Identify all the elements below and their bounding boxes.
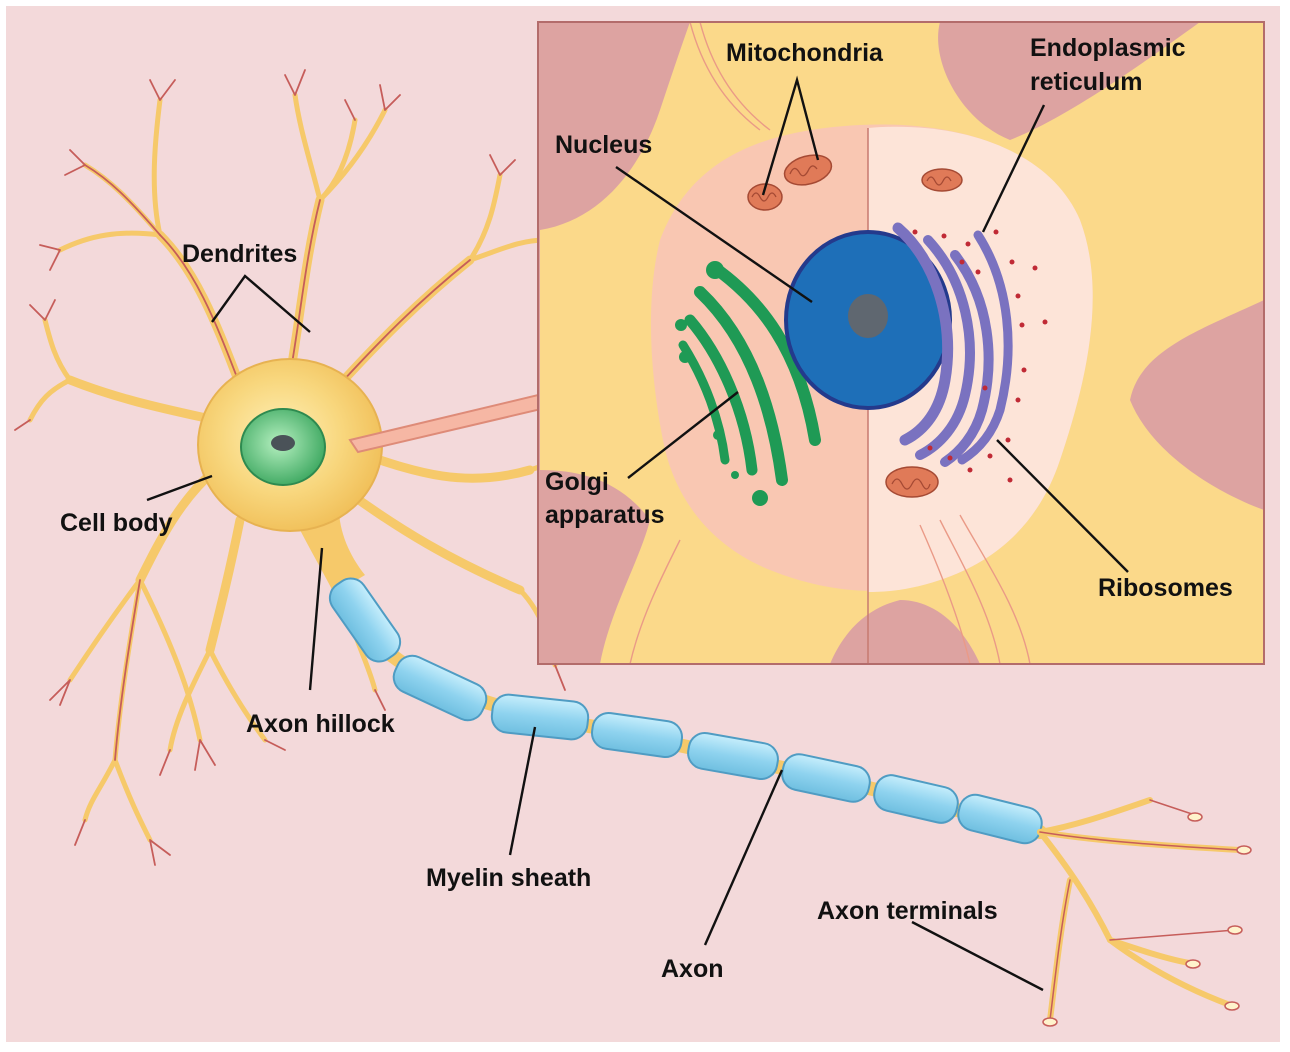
label-endoplasmic-reticulum-line1: Endoplasmic <box>1030 34 1186 62</box>
label-golgi-apparatus-line1: Golgi <box>545 468 609 496</box>
golgi-apparatus-organelle <box>675 261 821 506</box>
myelin-segment <box>687 731 779 781</box>
myelin-sheath-segments <box>328 577 1043 845</box>
label-cell-body: Cell body <box>60 509 173 537</box>
label-ribosomes: Ribosomes <box>1098 574 1233 602</box>
label-axon-terminals: Axon terminals <box>817 897 998 925</box>
myelin-segment <box>873 774 959 824</box>
myelin-segment <box>328 577 402 663</box>
label-mitochondria: Mitochondria <box>726 39 884 67</box>
label-axon-hillock: Axon hillock <box>246 710 395 738</box>
mitochondria-organelles <box>747 154 963 498</box>
myelin-segment <box>490 693 590 741</box>
ribosome-dots <box>912 229 1048 483</box>
myelin-segment <box>392 654 488 722</box>
cell-nucleolus <box>271 435 295 451</box>
inset-panel <box>537 21 1265 665</box>
label-endoplasmic-reticulum-line2: reticulum <box>1030 68 1143 96</box>
myelin-segment <box>591 711 683 759</box>
nucleus-organelle <box>784 230 952 410</box>
labels: Dendrites Cell body Axon hillock Myelin … <box>60 34 1233 983</box>
endoplasmic-reticulum-organelle <box>892 222 1013 467</box>
label-nucleus: Nucleus <box>555 131 652 159</box>
cell-body <box>197 358 383 532</box>
label-golgi-apparatus-line2: apparatus <box>545 501 664 529</box>
axon-terminals-branches <box>1037 797 1252 1027</box>
label-dendrites: Dendrites <box>182 240 297 268</box>
label-myelin-sheath: Myelin sheath <box>426 864 591 892</box>
leader-lines <box>146 75 1129 992</box>
myelin-segment <box>781 753 871 803</box>
label-axon: Axon <box>661 955 724 983</box>
